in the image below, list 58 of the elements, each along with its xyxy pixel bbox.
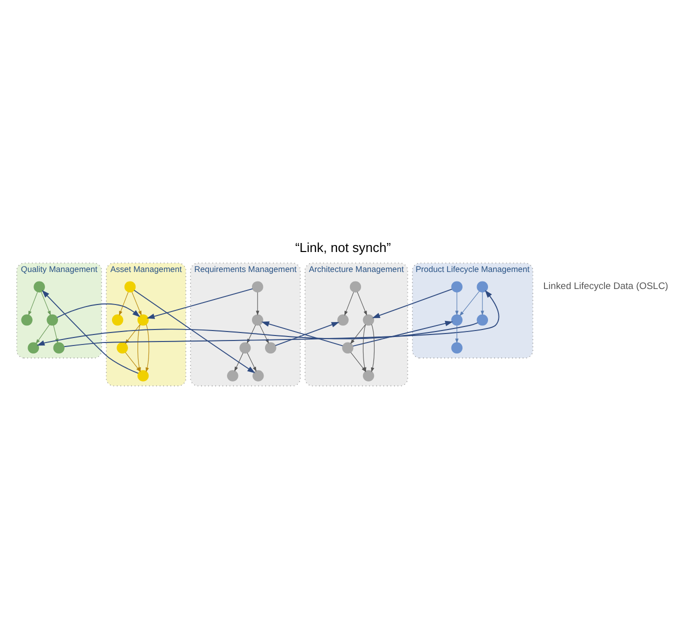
arrow: [352, 320, 454, 347]
cluster: Requirements Management: [190, 262, 301, 386]
arrow: [36, 324, 50, 344]
node-circle: [124, 281, 136, 292]
arrow: [480, 292, 484, 316]
node-circle: [112, 314, 124, 326]
node-circle: [265, 342, 276, 354]
node-circle: [451, 342, 463, 354]
arrow: [146, 324, 150, 372]
arrow: [372, 288, 452, 318]
node-circle: [46, 314, 58, 326]
arrow: [132, 292, 142, 316]
arrow: [274, 322, 340, 346]
cluster: Quality Management: [16, 262, 102, 358]
node-circle: [34, 281, 45, 292]
arrow: [64, 290, 500, 348]
arrow: [356, 292, 367, 316]
cluster: Asset Management: [106, 262, 186, 386]
node-circle: [362, 314, 374, 326]
arrow: [42, 290, 139, 374]
node-circle: [53, 342, 65, 354]
arrow: [455, 292, 459, 316]
arrow: [119, 292, 129, 316]
node-circle: [451, 281, 463, 292]
node-circle: [240, 342, 251, 354]
arrow: [256, 292, 260, 316]
arrow: [455, 325, 459, 344]
node-circle: [252, 314, 264, 326]
node-circle: [362, 370, 374, 382]
diagram-title: “Link, not synch”: [295, 240, 391, 256]
cluster: Architecture Management: [304, 262, 408, 386]
node-circle: [476, 281, 488, 292]
node-circle: [252, 370, 264, 382]
node-circle: [116, 342, 128, 354]
arrow: [350, 324, 366, 344]
node-circle: [28, 342, 39, 354]
arrow: [459, 291, 480, 316]
node-circle: [227, 370, 238, 382]
node-circle: [342, 342, 354, 354]
arrow: [371, 324, 375, 372]
node-circle: [350, 281, 362, 292]
arrow: [261, 321, 344, 346]
node-circle: [21, 314, 32, 326]
cluster: Product Lifecycle Management: [412, 262, 534, 358]
arrow: [28, 292, 38, 316]
arrow: [146, 288, 253, 319]
arrow: [344, 292, 354, 316]
arrow: [56, 303, 140, 318]
node-circle: [451, 314, 463, 326]
label: Linked Lifecycle Data (OSLC): [543, 281, 668, 292]
node-circle: [137, 314, 149, 326]
arrow: [40, 292, 51, 316]
arrow: [234, 352, 244, 372]
node-circle: [137, 370, 149, 382]
arrow: [246, 352, 256, 372]
node-circle: [252, 281, 264, 292]
node-circle: [337, 314, 349, 326]
node-circle: [476, 314, 488, 326]
